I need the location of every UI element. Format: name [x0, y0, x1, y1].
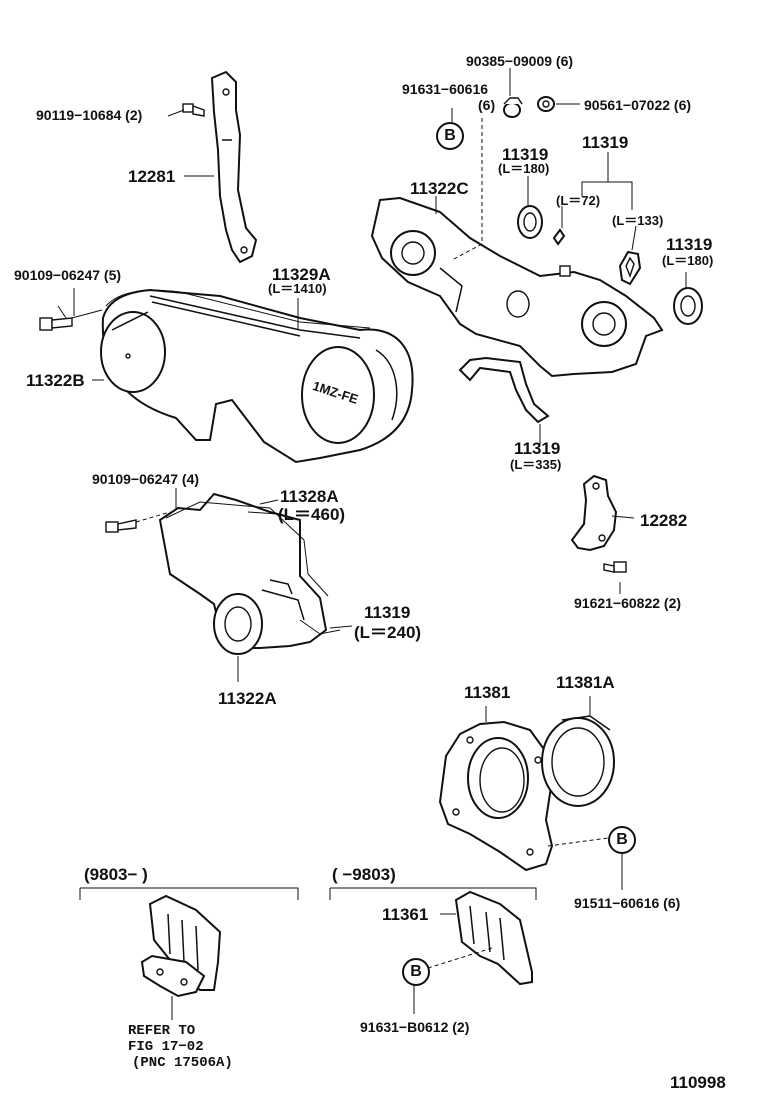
- gasket-11328A: [165, 501, 329, 597]
- label-11319-right2: 11319: [666, 235, 713, 254]
- seal-11319-l133: [618, 250, 642, 286]
- leader-lines: [73, 68, 687, 1014]
- label-12282: 12282: [640, 511, 688, 530]
- label-90385: 90385−09009 (6): [466, 53, 574, 69]
- cover-11322A: [158, 492, 328, 655]
- label-11361: 11361: [382, 905, 429, 924]
- label-11328A: 11328A: [280, 487, 339, 506]
- label-91511: 91511−60616 (6): [574, 895, 681, 911]
- label-11319-l335: (L＝335): [510, 457, 562, 472]
- seal-11319-l72: [552, 228, 566, 246]
- cover-11322B: [100, 288, 414, 464]
- seal-11319-l335: [458, 356, 550, 424]
- ref-circle-b-bottom: B: [402, 958, 430, 986]
- refer-line-2: FIG 17−02: [128, 1039, 204, 1055]
- ref-line-b-top: [451, 118, 483, 261]
- label-12281: 12281: [128, 167, 176, 186]
- label-91621: 91621−60822 (2): [574, 595, 682, 611]
- label-11322C: 11322C: [410, 179, 469, 198]
- label-90561: 90561−07022 (6): [584, 97, 692, 113]
- label-11319-l240: (L＝240): [354, 623, 422, 642]
- label-90109-5: 90109−06247 (5): [14, 267, 122, 283]
- label-11329A-length: (L＝1410): [268, 281, 327, 296]
- baffle-plate-refer: [140, 894, 222, 1020]
- bolt-90109-4: [105, 511, 171, 533]
- label-90119: 90119−10684 (2): [36, 107, 143, 123]
- ref-circle-b-right: B: [608, 826, 636, 854]
- label-11381: 11381: [464, 683, 511, 702]
- figure-number: 110998: [670, 1073, 726, 1092]
- seal-11319-left: [517, 205, 543, 239]
- label-11381A: 11381A: [556, 673, 615, 692]
- refer-line-3: (PNC 17506A): [132, 1055, 233, 1071]
- label-11319-l133: (L＝133): [612, 213, 664, 228]
- seal-11319-right: [673, 287, 703, 325]
- label-11322B: 11322B: [26, 371, 85, 390]
- baffle-plate-11361: [427, 890, 533, 986]
- bracket-12282: [570, 474, 618, 552]
- label-91631-b0612: 91631−B0612 (2): [360, 1019, 470, 1035]
- range-label-left: (9803− ): [84, 865, 148, 884]
- oil-seal-11381A: [541, 715, 615, 807]
- nut-90385: [503, 97, 523, 118]
- ref-line-b-right: [547, 837, 609, 847]
- bolt-90109-5: [39, 305, 103, 331]
- label-11329A: 11329A: [272, 265, 331, 284]
- range-bracket-right: [329, 887, 537, 900]
- label-11319-top: 11319: [502, 145, 549, 164]
- bolt-91621: [603, 561, 627, 573]
- seal-11319-l240: [299, 619, 341, 635]
- bracket-12281: [210, 70, 258, 264]
- label-91631-top: 91631−60616: [402, 81, 489, 97]
- label-90109-4: 90109−06247 (4): [92, 471, 200, 487]
- refer-line-1: REFER TO: [128, 1023, 196, 1039]
- label-11319-right: 11319: [582, 133, 629, 152]
- label-11319-l72: (L＝72): [556, 193, 601, 208]
- label-11319-l180a: (L＝180): [498, 161, 550, 176]
- retainer-11381: [438, 720, 554, 872]
- range-label-right: ( −9803): [332, 865, 396, 884]
- label-11319-l180b: (L＝180): [662, 253, 714, 268]
- label-11319-low: 11319: [364, 603, 411, 622]
- label-91631-top-qty: (6): [478, 97, 496, 113]
- ref-circle-b-top: B: [436, 122, 464, 150]
- label-11319-mid: 11319: [514, 439, 561, 458]
- range-bracket-left: [79, 887, 299, 900]
- label-11328A-length: (L＝460): [278, 505, 346, 524]
- plate-11322C: [370, 196, 664, 378]
- bolt-90119: [167, 103, 205, 117]
- washer-90561: [537, 96, 555, 112]
- label-11322A: 11322A: [218, 689, 277, 708]
- gasket-11329A: [105, 289, 371, 329]
